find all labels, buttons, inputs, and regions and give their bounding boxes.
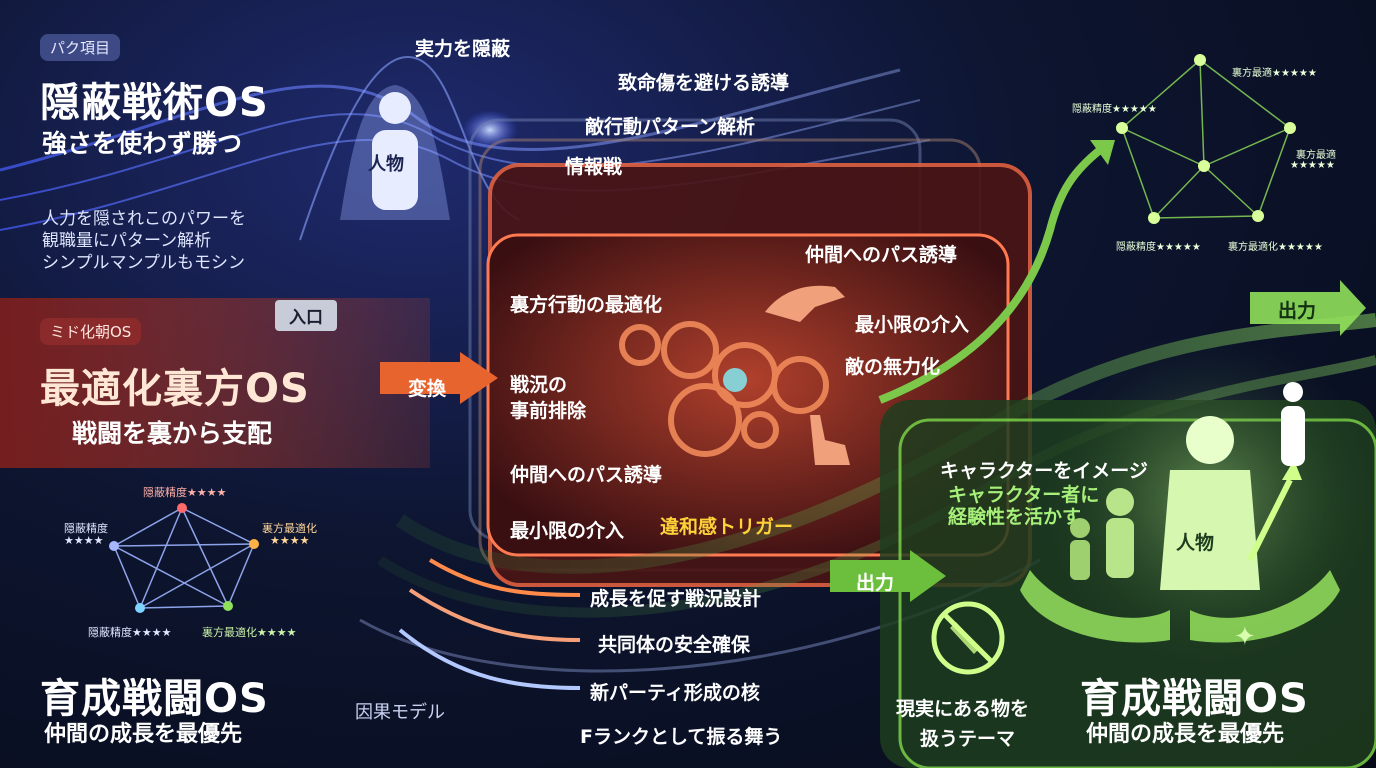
bottom-item-4: Fランクとして振る舞う: [580, 726, 783, 748]
people-growth-icon: [1020, 416, 1340, 643]
output-label-bottom: 出力: [856, 572, 895, 594]
green-line-2: キャラクター者に: [948, 484, 1100, 506]
left-radar-label-3: ★★★★: [64, 534, 104, 547]
stealth-desc-line-3: シンプルマンプルもモシン: [42, 253, 245, 273]
bottom-item-3: 新パーティ形成の核: [590, 682, 760, 704]
center-item-minimal: 最小限の介入: [510, 520, 625, 542]
category-chip: パク項目: [40, 34, 121, 61]
flow-top-item-1: 実力を隠蔽: [415, 38, 511, 60]
bottom-item-1: 成長を促す戦況設計: [590, 588, 762, 610]
right-radar-label-6: 裏方最適化★★★★★: [1228, 242, 1323, 253]
green-line-3: 経験性を活かす: [948, 506, 1082, 528]
right-radar-label-2: 裏方最適★★★★★: [1232, 68, 1317, 79]
no-weapon-icon: [931, 601, 1005, 675]
bottom-item-2: 共同体の安全確保: [598, 634, 751, 656]
sparkle-icon: ✦: [1234, 622, 1256, 652]
right-item-neutralize: 敵の無力化: [845, 356, 941, 378]
growth-os-title-left: 育成戦闘OS: [40, 676, 269, 722]
flow-top-item-3: 敵行動パターン解析: [585, 116, 756, 138]
person-silhouette-icon: [340, 85, 450, 220]
stealth-desc-line-2: 観職量にパターン解析: [42, 231, 212, 251]
theme-line-1: 現実にある物を: [896, 698, 1030, 720]
stealth-os-title: 隠蔽戦術OS: [40, 80, 269, 126]
left-radar-label-4: 裏方最適化: [262, 522, 317, 535]
left-radar-label-5: ★★★★: [270, 534, 310, 547]
optimize-os-title: 最適化裏方OS: [40, 366, 310, 412]
right-radar-label-5: 隠蔽精度★★★★★: [1116, 242, 1201, 253]
stealth-os-subtitle: 強さを使わず勝つ: [42, 129, 243, 158]
flow-top-item-2: 致命傷を避ける誘導: [618, 72, 790, 94]
center-item-situation-1: 戦況の: [510, 374, 568, 396]
left-radar-label-7: 裏方最適化★★★★: [202, 626, 297, 639]
left-radar-label-6: 隠蔽精度★★★★: [88, 626, 172, 639]
flow-top-item-4: 情報戦: [565, 156, 623, 178]
theme-line-2: 扱うテーマ: [920, 728, 1016, 750]
entry-badge: 入口: [275, 300, 337, 331]
growth-os-title-right: 育成戦闘OS: [1080, 676, 1309, 722]
right-radar-label-4: ★★★★★: [1290, 160, 1335, 171]
output-arrow-icon-bottom: [830, 550, 946, 602]
mid-category-chip: ミド化朝OS: [40, 318, 142, 345]
optimize-os-subtitle: 戦闘を裏から支配: [72, 419, 273, 448]
center-item-trigger: 違和感トリガー: [660, 516, 794, 538]
convert-arrow-icon: [380, 352, 498, 404]
center-item-situation-2: 事前排除: [510, 400, 587, 422]
green-line-1: キャラクターをイメージ: [940, 460, 1148, 482]
person-label-green: 人物: [1176, 532, 1215, 554]
right-item-minimal: 最小限の介入: [855, 314, 970, 336]
output-label-top: 出力: [1278, 300, 1317, 322]
right-radar-label-1: 隠蔽精度★★★★★: [1072, 104, 1157, 115]
person-label-top: 人物: [368, 154, 404, 175]
small-person-icon: [1281, 382, 1305, 466]
left-radar-label-2: 隠蔽精度: [64, 522, 108, 535]
right-item-pass: 仲間へのパス誘導: [805, 244, 958, 266]
center-item-pass: 仲間へのパス誘導: [510, 464, 663, 486]
convert-label: 変換: [408, 378, 447, 400]
right-radar-label-3: 裏方最適: [1296, 150, 1336, 161]
causal-model-label: 因果モデル: [355, 702, 445, 723]
growth-os-subtitle-right: 仲間の成長を最優先: [1086, 722, 1285, 747]
growth-os-subtitle-left: 仲間の成長を最優先: [44, 722, 243, 747]
pointing-hand-icon: [810, 415, 850, 465]
hand-icon: [765, 285, 845, 322]
stealth-desc-line-1: 人力を隠されこのパワーを: [42, 209, 246, 229]
center-item-backstage: 裏方行動の最適化: [510, 294, 663, 316]
left-radar-label-1: 隠蔽精度★★★★: [143, 486, 227, 499]
